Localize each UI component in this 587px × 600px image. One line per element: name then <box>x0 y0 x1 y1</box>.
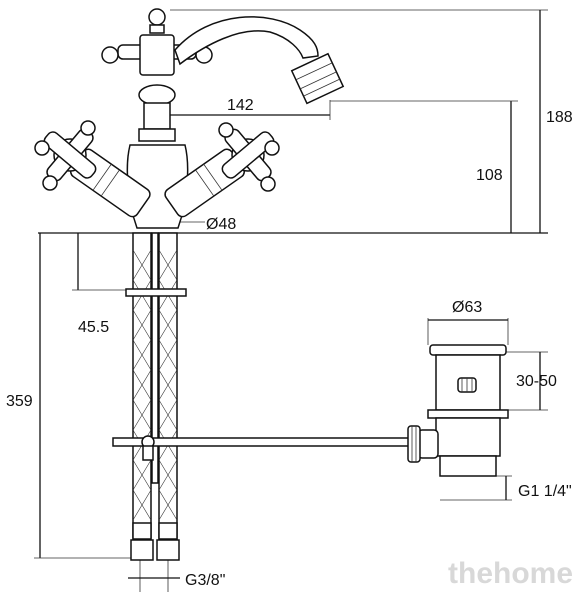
dimension-d48: Ø48 <box>206 216 236 233</box>
watermark-text: thehome <box>448 557 573 590</box>
dimension-45-5: 45.5 <box>78 319 109 336</box>
dimension-142: 142 <box>227 97 254 114</box>
dimension-g3-8: G3/8" <box>185 572 225 589</box>
dimension-359: 359 <box>6 393 33 410</box>
dimension-188: 188 <box>546 109 573 126</box>
dimension-labels: 188 142 108 Ø48 45.5 359 Ø63 30-50 G1 1/… <box>6 97 573 589</box>
tap-body <box>34 8 345 229</box>
dimension-g1-1-4: G1 1/4" <box>518 483 572 500</box>
dimension-108: 108 <box>476 167 503 184</box>
dimension-d63: Ø63 <box>452 299 482 316</box>
left-cross-handle <box>34 120 97 191</box>
popup-drain <box>407 344 509 477</box>
dimension-30-50: 30-50 <box>516 373 557 390</box>
flexible-hoses <box>125 232 187 561</box>
right-cross-handle <box>218 122 280 192</box>
